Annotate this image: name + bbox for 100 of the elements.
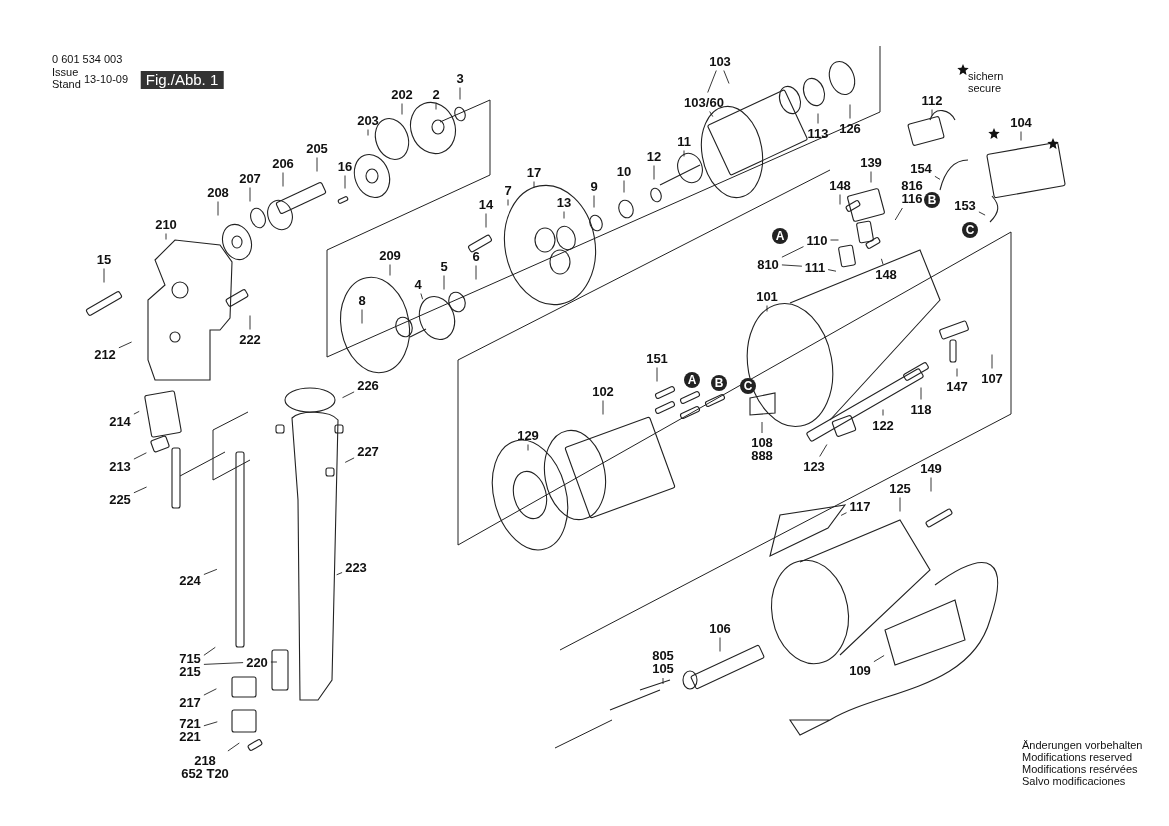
leader-line [533,181,535,188]
callout-number: 154 [909,160,933,176]
callout-number: 11 [676,133,692,149]
leader-line [880,258,884,265]
leader-line [133,452,147,460]
connection-marker: B [711,375,727,391]
leader-line [870,171,872,183]
issue-date: 13-10-09 [84,73,129,85]
callout-number: 148 [874,266,898,282]
callout-number: 12 [645,148,663,164]
callout-number: 816 116 [900,178,924,206]
callout-number: 118 [909,401,933,417]
leader-line [991,354,993,369]
leader-line [894,207,903,221]
leader-line [920,387,922,400]
leader-line [766,305,768,312]
leader-line [435,103,437,110]
leader-line [118,341,133,349]
callout-number: 227 [356,443,380,459]
callout-number: 117 [848,498,872,514]
callout-number: 10 [615,163,633,179]
part-number: 0 601 534 003 [52,53,123,65]
callout-number: 213 [108,458,132,474]
callout-number: 149 [919,460,943,476]
leader-line [683,150,685,157]
callout-number: 103/60 [683,94,725,110]
leader-line [1020,131,1022,141]
callout-number: 107 [980,370,1004,386]
callout-number: 223 [344,559,368,575]
callout-number: 17 [525,164,543,180]
leader-line [719,637,721,652]
leader-line [401,103,403,115]
callout-number: 125 [888,480,912,496]
callout-number: 15 [95,251,113,267]
leader-line [270,661,278,663]
callout-number: 139 [859,154,883,170]
leader-line [203,721,218,727]
callout-number: 16 [336,158,354,174]
leader-line [563,211,565,219]
callout-number: 129 [516,427,540,443]
leader-line [781,264,803,267]
callout-number: 108 888 [750,435,774,463]
note-text: Modifications resérvées [1022,763,1138,775]
callout-number: 9 [589,178,599,194]
callout-number: 2 [431,86,441,102]
callout-number: 220 [245,654,269,670]
callout-number: 217 [178,694,202,710]
callout-number: 8 [357,292,367,308]
callout-number: 5 [439,258,449,274]
callout-number: 207 [238,170,262,186]
field-label: Issue [52,66,79,78]
callout-number: 721 221 [178,716,202,744]
callout-number: 222 [238,331,262,347]
leader-line [165,233,167,240]
leader-line [133,410,140,415]
leader-line [203,688,217,696]
leader-line [761,421,763,434]
leader-line [723,70,730,84]
callout-number: 111 [803,259,827,275]
note-text: secure [968,82,1002,94]
note-text: Salvo modificaciones [1022,775,1126,787]
callout-number: 126 [838,120,862,136]
leader-line [203,662,244,665]
leader-line [203,646,216,656]
leader-line [602,400,604,415]
leader-line [485,213,487,228]
leader-line [899,497,901,512]
connection-marker: C [962,222,978,238]
leader-line [443,275,445,290]
connection-marker: A [772,228,788,244]
leader-line [344,457,355,463]
callout-number: 203 [356,112,380,128]
leader-line [342,391,355,399]
leader-line [709,111,714,118]
leader-line [344,175,346,189]
leader-line [507,199,509,206]
leader-line [662,677,664,685]
callout-number: 205 [305,140,329,156]
leader-line [203,568,218,575]
leader-line [840,512,847,516]
callout-number: 225 [108,491,132,507]
leader-line [978,211,986,216]
callout-number: 214 [108,413,132,429]
callout-number: 102 [591,383,615,399]
callout-number: 109 [848,662,872,678]
leader-line [282,172,284,187]
note-text: sichern [968,70,1004,82]
callout-number: 112 [920,92,944,108]
leader-line [930,477,932,492]
leader-line [593,195,595,208]
leader-line [367,129,369,136]
leader-line [849,104,851,119]
leader-line [389,264,391,276]
callout-number: 110 [805,232,829,248]
leader-line [653,165,655,180]
callout-number: 147 [945,378,969,394]
leader-line [781,246,804,258]
callout-number: 122 [871,417,895,433]
callout-number: 7 [503,182,513,198]
leader-line [956,368,958,377]
